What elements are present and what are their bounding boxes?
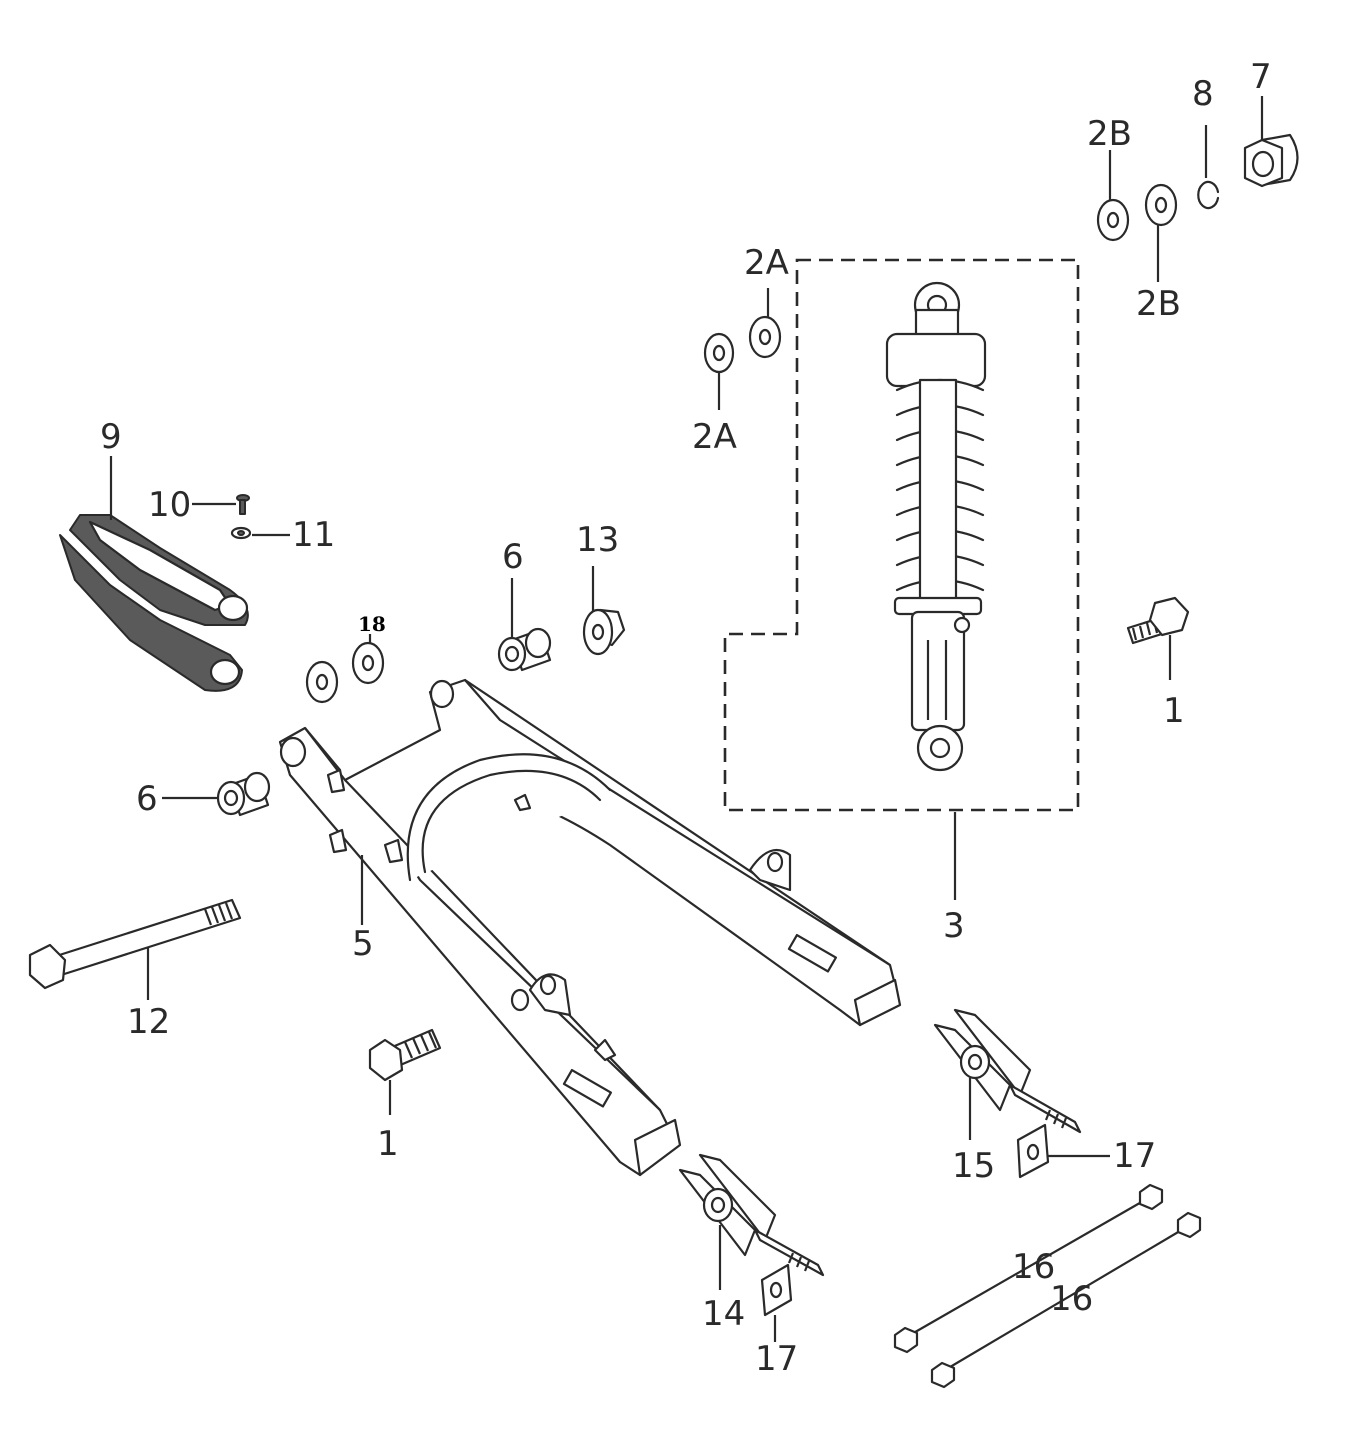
label-part-2a-upper: 2A <box>744 243 789 283</box>
label-part-1-right: 1 <box>1163 691 1185 731</box>
label-part-6-left: 6 <box>136 779 158 819</box>
label-part-9: 9 <box>100 417 122 457</box>
washer-2b-right <box>1144 183 1178 227</box>
label-part-17-right: 17 <box>1113 1136 1156 1176</box>
label-part-11: 11 <box>292 515 335 555</box>
label-part-16-upper: 16 <box>1012 1247 1055 1287</box>
label-part-15: 15 <box>952 1146 995 1186</box>
label-part-1-lower: 1 <box>377 1124 399 1164</box>
shock-absorber <box>885 281 987 772</box>
label-part-13: 13 <box>576 520 619 560</box>
chain-adjuster-right <box>933 1008 1082 1134</box>
label-part-5: 5 <box>352 924 374 964</box>
bushing-left <box>216 771 271 817</box>
small-washer <box>230 526 252 540</box>
washer-2b-left <box>1096 198 1130 242</box>
washer-2a-upper <box>748 315 782 359</box>
label-part-17-lower: 17 <box>755 1339 798 1379</box>
label-part-18: 18 <box>358 612 386 636</box>
label-part-10: 10 <box>148 485 191 525</box>
adjuster-rod-upper <box>893 1183 1164 1354</box>
chain-adjuster-left <box>678 1153 825 1277</box>
adjuster-plate-left <box>760 1263 793 1317</box>
label-part-6-upper: 6 <box>502 537 524 577</box>
washer-2a-lower <box>703 332 735 374</box>
label-part-3: 3 <box>943 906 965 946</box>
bushing-upper <box>497 627 552 672</box>
screw <box>236 494 250 515</box>
collar-nut <box>582 608 626 656</box>
label-part-8: 8 <box>1192 74 1214 114</box>
washer-18-right <box>351 641 385 685</box>
adjuster-rod-lower <box>930 1211 1202 1389</box>
washer-18-left <box>305 660 339 704</box>
label-part-2b-upper: 2B <box>1087 114 1132 154</box>
bolt-lower <box>368 1028 442 1082</box>
label-part-16-lower: 16 <box>1050 1279 1093 1319</box>
label-part-12: 12 <box>127 1002 170 1042</box>
label-part-2b-lower: 2B <box>1136 284 1181 324</box>
adjuster-plate-right <box>1016 1123 1050 1179</box>
circlip <box>1197 180 1220 210</box>
label-part-2a-lower: 2A <box>692 417 737 457</box>
acorn-nut <box>1243 133 1299 188</box>
label-part-14: 14 <box>702 1294 745 1334</box>
label-part-7: 7 <box>1250 57 1272 97</box>
axle-bolt <box>28 898 242 990</box>
chain-guide <box>59 514 249 692</box>
bolt-right <box>1126 596 1190 645</box>
shock-assembly-boundary <box>723 258 1080 812</box>
swingarm <box>278 678 902 1177</box>
